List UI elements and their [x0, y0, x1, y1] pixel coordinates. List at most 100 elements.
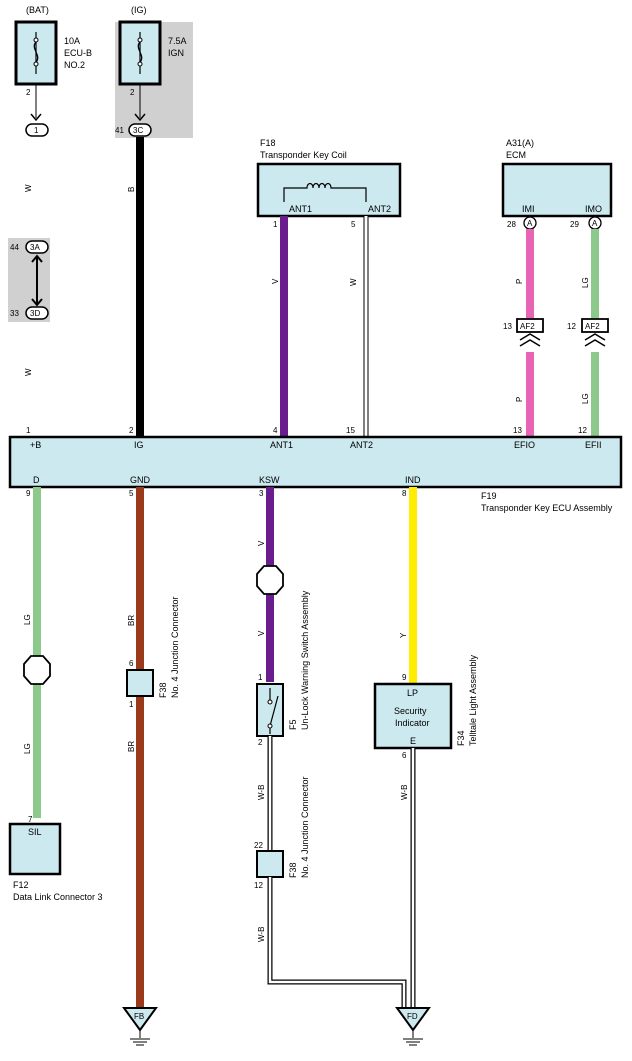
jc-b-pin-bottom: 12 [254, 881, 263, 890]
ksw-splice [256, 565, 284, 595]
dlc-name: Data Link Connector 3 [13, 892, 103, 902]
wire-label-w2: W [24, 368, 33, 376]
ecu-pin-4: 4 [273, 426, 278, 435]
junction-top-label: 3A [30, 243, 40, 252]
telltale-id: F34 [456, 730, 466, 746]
ecu-term-ant1: ANT1 [270, 440, 293, 450]
jc-a-pin-bottom: 1 [129, 700, 134, 709]
key-coil-ant2-pin: 5 [351, 220, 356, 229]
dlc-box [8, 822, 62, 876]
telltale-lp: LP [407, 688, 418, 698]
bat-name-1: ECU-B [64, 48, 92, 58]
ecu-term-efio: EFIO [514, 440, 535, 450]
telltale-name: Telltale Light Assembly [468, 654, 478, 746]
junction-top-pin: 44 [10, 243, 19, 252]
key-coil-id: F18 [260, 138, 276, 148]
ecu-pin-1: 1 [26, 426, 31, 435]
ecu-id: F19 [481, 491, 497, 501]
jc-b-box [256, 850, 284, 878]
ecu-pin-5: 5 [129, 489, 134, 498]
bat-pin: 2 [26, 88, 31, 97]
unlock-sw-name: Un-Lock Warning Switch Assembly [300, 590, 310, 730]
ecm-imi-badge: A [527, 219, 533, 228]
af2-pin-right: 12 [567, 322, 576, 331]
ig-connector-pin: 41 [115, 126, 124, 135]
wire-label-wb1: W-B [257, 785, 266, 800]
jc-a-id: F38 [158, 682, 168, 698]
ecu-term-ant2: ANT2 [350, 440, 373, 450]
af2-right [581, 318, 609, 333]
ecu-term-d: D [33, 475, 40, 485]
ecu-term-efii: EFII [585, 440, 602, 450]
bat-connector [25, 123, 49, 137]
ecm-imi: IMI [522, 204, 535, 214]
wire-label-w1: W [24, 184, 33, 192]
ecu-pin-2: 2 [129, 426, 134, 435]
ig-fuse-icon [137, 41, 143, 63]
ig-source: (IG) [131, 5, 147, 15]
ecu-term-ig: IG [134, 440, 144, 450]
ground-fb [122, 1007, 158, 1032]
ecu-term-ksw: KSW [259, 475, 280, 485]
switch-icon [269, 695, 279, 727]
ecu-pin-9: 9 [26, 489, 31, 498]
bat-rating: 10A [64, 36, 80, 46]
wire-label-wb2: W-B [257, 927, 266, 942]
ecu-name: Transponder Key ECU Assembly [481, 503, 613, 513]
ecm-imo: IMO [585, 204, 602, 214]
wire-label-v2: V [257, 540, 266, 546]
wire-label-lg1: LG [581, 277, 590, 288]
key-coil-ant1-pin: 1 [273, 220, 278, 229]
ecu-term-b: +B [30, 440, 41, 450]
wire-label-br1: BR [127, 615, 136, 626]
jc-a-box [126, 669, 154, 697]
af2-left-label: AF2 [520, 322, 535, 331]
ecu-pin-15: 15 [346, 426, 355, 435]
jc-a-name: No. 4 Junction Connector [170, 596, 180, 698]
telltale-e: E [410, 736, 416, 746]
bat-fuse-icon [33, 41, 39, 63]
wire-label-b: B [127, 187, 136, 192]
wire-wb2 [267, 877, 407, 1008]
key-coil-name: Transponder Key Coil [260, 150, 347, 160]
wire-label-p2: P [515, 397, 524, 402]
telltale-pin-top: 9 [402, 673, 407, 682]
key-coil-box [256, 162, 402, 218]
ecm-imo-pin: 29 [570, 220, 579, 229]
bat-source: (BAT) [26, 5, 49, 15]
bat-connector-label: 1 [34, 126, 39, 135]
junction-bottom-label: 3D [30, 309, 40, 318]
wire-label-v3: V [257, 630, 266, 636]
ig-connector [128, 123, 152, 137]
ground-fd-label: FD [407, 1012, 418, 1021]
wire-label-wb3: W-B [400, 785, 409, 800]
jc-a-pin-top: 6 [129, 659, 134, 668]
wire-label-lg4: LG [23, 743, 32, 754]
wire-label-p1: P [515, 279, 524, 284]
jc-b-id: F38 [288, 862, 298, 878]
wire-label-v1: V [271, 278, 280, 284]
ecm-imo-badge: A [592, 219, 598, 228]
telltale-line2: Indicator [395, 718, 430, 728]
ig-connector-label: 3C [133, 126, 143, 135]
unlock-sw-pin-top: 1 [258, 673, 263, 682]
telltale-line1: Security [394, 706, 427, 716]
ig-name: IGN [168, 48, 184, 58]
af2-left [516, 318, 544, 333]
ecm-id: A31(A) [506, 138, 534, 148]
ecu-term-ind: IND [405, 475, 421, 485]
ecu-pin-12: 12 [578, 426, 587, 435]
ecu-pin-13: 13 [513, 426, 522, 435]
dlc-pin: 7 [28, 815, 33, 824]
ig-rating: 7.5A [168, 36, 187, 46]
ecu-pin-8: 8 [402, 489, 407, 498]
af2-pin-left: 13 [503, 322, 512, 331]
wire-label-y: Y [399, 632, 408, 638]
ig-pin: 2 [130, 88, 135, 97]
junction-top-conn [25, 240, 49, 254]
ground-fb-label: FB [134, 1012, 144, 1021]
ecm-name: ECM [506, 150, 526, 160]
unlock-sw-pin-bottom: 2 [258, 738, 263, 747]
wire-label-br2: BR [127, 741, 136, 752]
